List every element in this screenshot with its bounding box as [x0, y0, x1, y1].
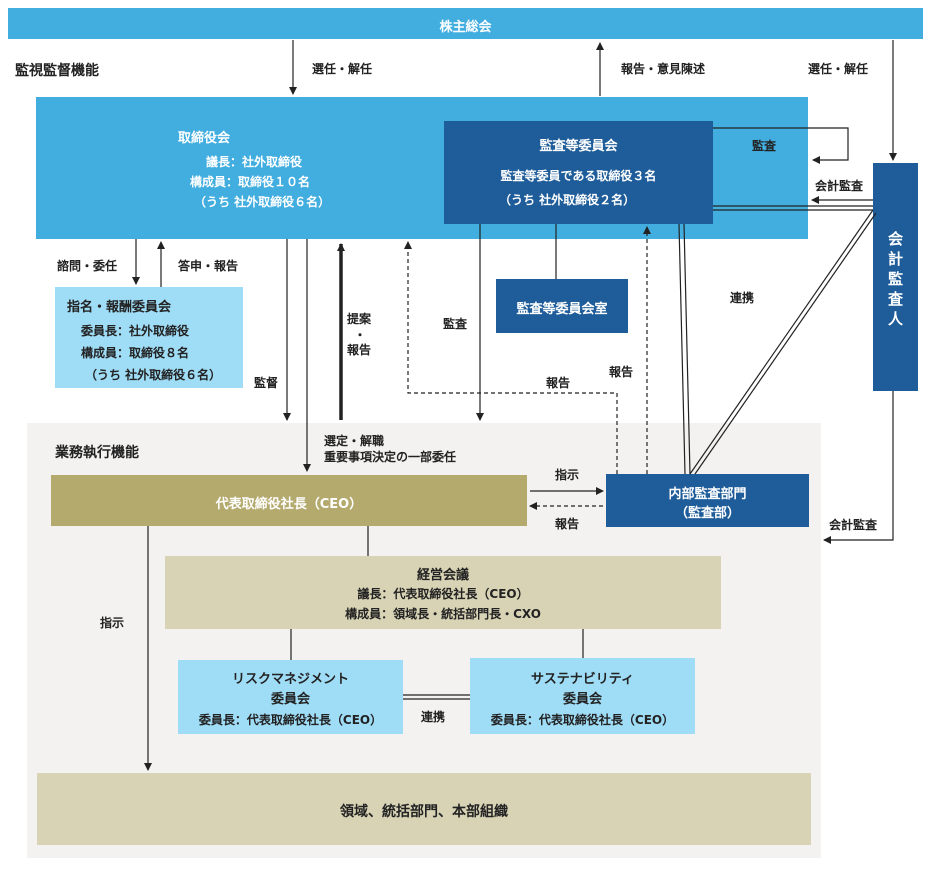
sustainability-line1: サステナビリティ — [531, 672, 634, 687]
nomination-outside: （うち 社外取締役６名） — [85, 368, 222, 382]
label-report-opinion: 報告・意見陳述 — [621, 62, 706, 76]
management-meeting: 経営会議 議長：代表取締役社長（CEO） 構成員：領域長・統括部門長・CXO — [165, 556, 721, 629]
audit-committee-outside: （うち 社外取締役２名） — [499, 193, 636, 207]
arrow-accounting-audit-exec — [823, 391, 894, 544]
label-instruct-domains: 指示 — [100, 616, 125, 630]
audit-committee-title: 監査等委員会 — [539, 139, 618, 154]
label-propose: 提案 — [347, 312, 372, 326]
label-elect-auditor: 選任・解任 — [808, 62, 869, 76]
nomination-title: 指名・報酬委員会 — [67, 300, 172, 315]
label-cooperation-committees: 連携 — [421, 710, 446, 724]
label-supervise: 監督 — [254, 376, 279, 390]
internal-audit-line2: （監査部） — [674, 506, 740, 521]
management-title: 経営会議 — [416, 568, 469, 583]
risk-line2: 委員会 — [270, 692, 310, 707]
nomination-chair: 委員長：社外取締役 — [81, 324, 190, 338]
business-domains: 領域、統括部門、本部組織 — [37, 773, 811, 845]
internal-audit-line1: 内部監査部門 — [668, 487, 747, 502]
sustainability-chair: 委員長：代表取締役社長（CEO） — [490, 713, 675, 727]
label-report-audit: 報告 — [609, 365, 634, 379]
risk-management-committee: リスクマネジメント 委員会 委員長：代表取締役社長（CEO） — [178, 660, 403, 734]
accounting-auditor: 会計監査人 — [873, 163, 918, 391]
label-propose-report: 報告 — [347, 343, 372, 357]
arrow-audit-loop — [713, 127, 849, 164]
audit-committee-office: 監査等委員会室 — [496, 279, 628, 333]
label-answer: 答申・報告 — [178, 259, 239, 273]
board-members: 構成員：取締役１０名 — [190, 175, 311, 189]
ceo-box: 代表取締役社長（CEO） — [51, 475, 527, 526]
shareholders-meeting-bar: 株主総会 — [8, 8, 923, 39]
label-report-board: 報告 — [546, 376, 571, 390]
label-instruct-internal: 指示 — [555, 468, 580, 482]
audit-committee: 監査等委員会 監査等委員である取締役３名 （うち 社外取締役２名） — [444, 121, 713, 224]
arrow-report-board-dashed — [404, 241, 618, 474]
board-chair: 議長：社外取締役 — [206, 155, 303, 169]
label-report-ceo: 報告 — [555, 517, 580, 531]
label-elect-board: 選任・解任 — [312, 62, 373, 76]
nomination-compensation-committee: 指名・報酬委員会 委員長：社外取締役 構成員：取締役８名 （うち 社外取締役６名… — [55, 287, 243, 388]
shareholders-meeting-label: 株主総会 — [439, 20, 492, 35]
internal-audit-dept: 内部監査部門 （監査部） — [606, 474, 809, 527]
execution-section-title: 業務執行機能 — [55, 445, 139, 461]
supervision-section-title: 監視監督機能 — [15, 63, 99, 79]
audit-committee-members: 監査等委員である取締役３名 — [500, 169, 657, 183]
label-propose-dot: ・ — [354, 328, 367, 342]
management-members: 構成員：領域長・統括部門長・CXO — [345, 607, 541, 621]
risk-chair: 委員長：代表取締役社長（CEO） — [198, 713, 383, 727]
sustainability-line2: 委員会 — [562, 692, 602, 707]
label-consult: 諮問・委任 — [57, 259, 118, 273]
label-accounting-audit-exec: 会計監査 — [829, 518, 878, 532]
board-outside: （うち 社外取締役６名） — [194, 195, 331, 209]
label-appoint: 選定・解職 — [324, 434, 385, 448]
board-title: 取締役会 — [178, 131, 231, 146]
nomination-members: 構成員：取締役８名 — [81, 346, 190, 360]
label-accounting-audit-board: 会計監査 — [815, 179, 864, 193]
audit-committee-office-label: 監査等委員会室 — [516, 302, 608, 317]
risk-line1: リスクマネジメント — [231, 672, 349, 687]
sustainability-committee: サステナビリティ 委員会 委員長：代表取締役社長（CEO） — [470, 658, 695, 734]
label-audit-loop: 監査 — [752, 139, 777, 153]
accounting-auditor-label: 会計監査人 — [887, 230, 903, 328]
label-audit-exec: 監査 — [443, 317, 468, 331]
label-cooperation-auditor: 連携 — [730, 291, 755, 305]
label-delegate: 重要事項決定の一部委任 — [324, 450, 457, 464]
ceo-label: 代表取締役社長（CEO） — [215, 497, 363, 512]
management-chair: 議長：代表取締役社長（CEO） — [357, 587, 529, 601]
business-domains-label: 領域、統括部門、本部組織 — [340, 804, 508, 820]
